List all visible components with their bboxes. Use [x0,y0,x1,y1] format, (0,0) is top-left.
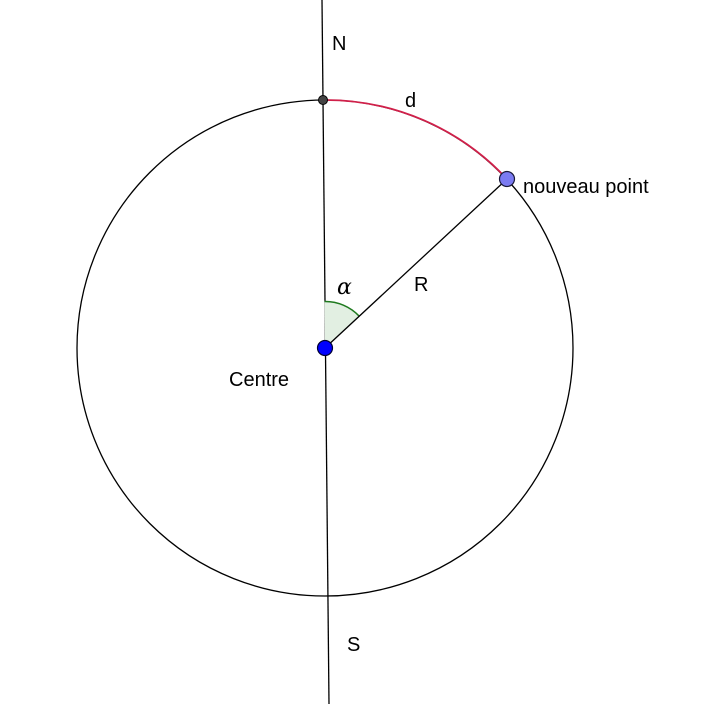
angle-alpha-sector [324,301,360,348]
angle-alpha-label: α [337,275,352,300]
center-point[interactable] [316,339,334,357]
arc-d-label: d [405,90,416,112]
radius-line [324,178,508,349]
new-point-label: nouveau point [523,176,649,198]
radius-label: R [414,274,428,296]
north-point[interactable] [318,95,328,105]
north-label: N [332,33,346,55]
south-label: S [347,634,360,656]
new-point[interactable] [498,170,516,188]
center-label: Centre [229,369,289,391]
arc-d [322,99,508,180]
angle-alpha-arc [324,300,360,317]
